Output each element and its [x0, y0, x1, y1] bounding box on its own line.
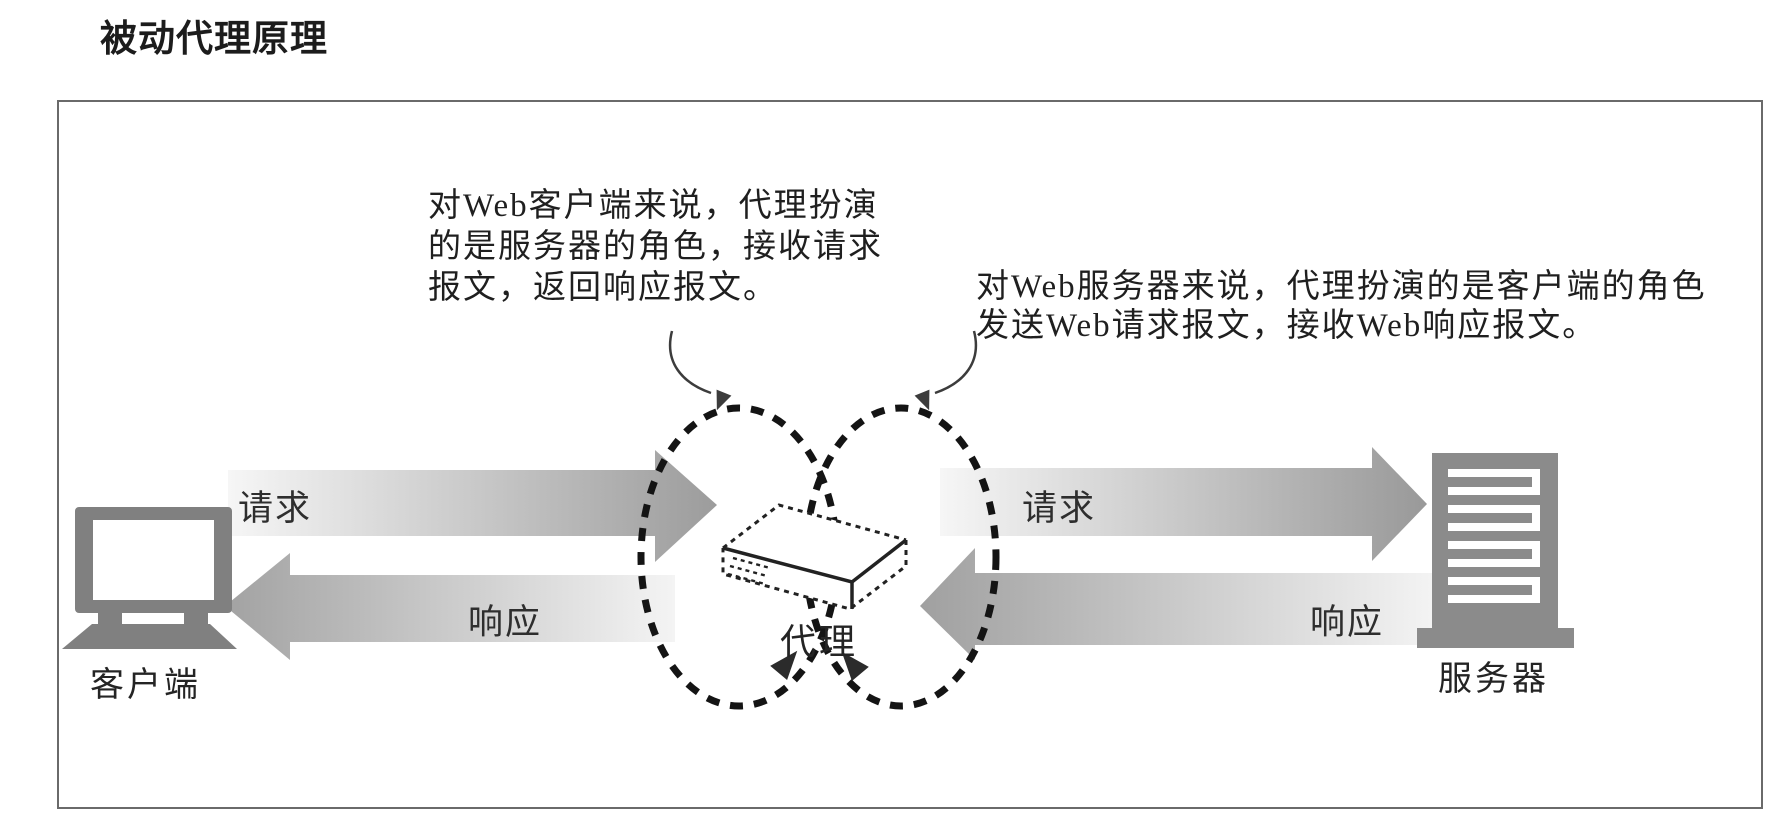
- client-node-label: 客户端: [90, 667, 201, 704]
- annotation-line: 的是服务器的角色，接收请求: [428, 229, 883, 265]
- ellipse-arrowhead-right-icon: [841, 651, 869, 682]
- annotation-server-side: 对Web服务器来说，代理扮演的是客户端的角色 发送Web请求报文，接收Web响应…: [976, 268, 1707, 346]
- response-label-client-side: 响应: [468, 603, 543, 642]
- annotation-pointer-server-side: [914, 330, 978, 411]
- annotation-pointer-client-side: [668, 330, 732, 411]
- page-title: 被动代理原理: [100, 18, 328, 59]
- client-computer-icon: [62, 507, 237, 649]
- request-label-client-side: 请求: [238, 489, 313, 528]
- request-label-server-side: 请求: [1022, 489, 1097, 528]
- server-node-label: 服务器: [1438, 661, 1549, 698]
- annotation-line: 报文，返回响应报文。: [428, 270, 778, 306]
- request-arrow-proxy-to-server: [940, 447, 1427, 561]
- annotation-line: 对Web服务器来说，代理扮演的是客户端的角色: [976, 269, 1707, 305]
- response-arrow-proxy-to-client: [225, 553, 675, 660]
- proxy-node-label: 代理: [780, 622, 859, 662]
- proxy-device-icon: [721, 503, 908, 611]
- response-arrow-server-to-proxy: [920, 548, 1437, 660]
- request-arrow-client-to-proxy: [228, 450, 717, 562]
- response-label-server-side: 响应: [1310, 603, 1385, 642]
- server-icon: [1417, 453, 1574, 648]
- ellipse-arrowhead-left-icon: [770, 650, 798, 681]
- annotation-client-side: 对Web客户端来说，代理扮演 的是服务器的角色，接收请求 报文，返回响应报文。: [428, 186, 883, 309]
- annotation-line: 对Web客户端来说，代理扮演: [428, 188, 879, 224]
- annotation-line: 发送Web请求报文，接收Web响应报文。: [976, 308, 1598, 344]
